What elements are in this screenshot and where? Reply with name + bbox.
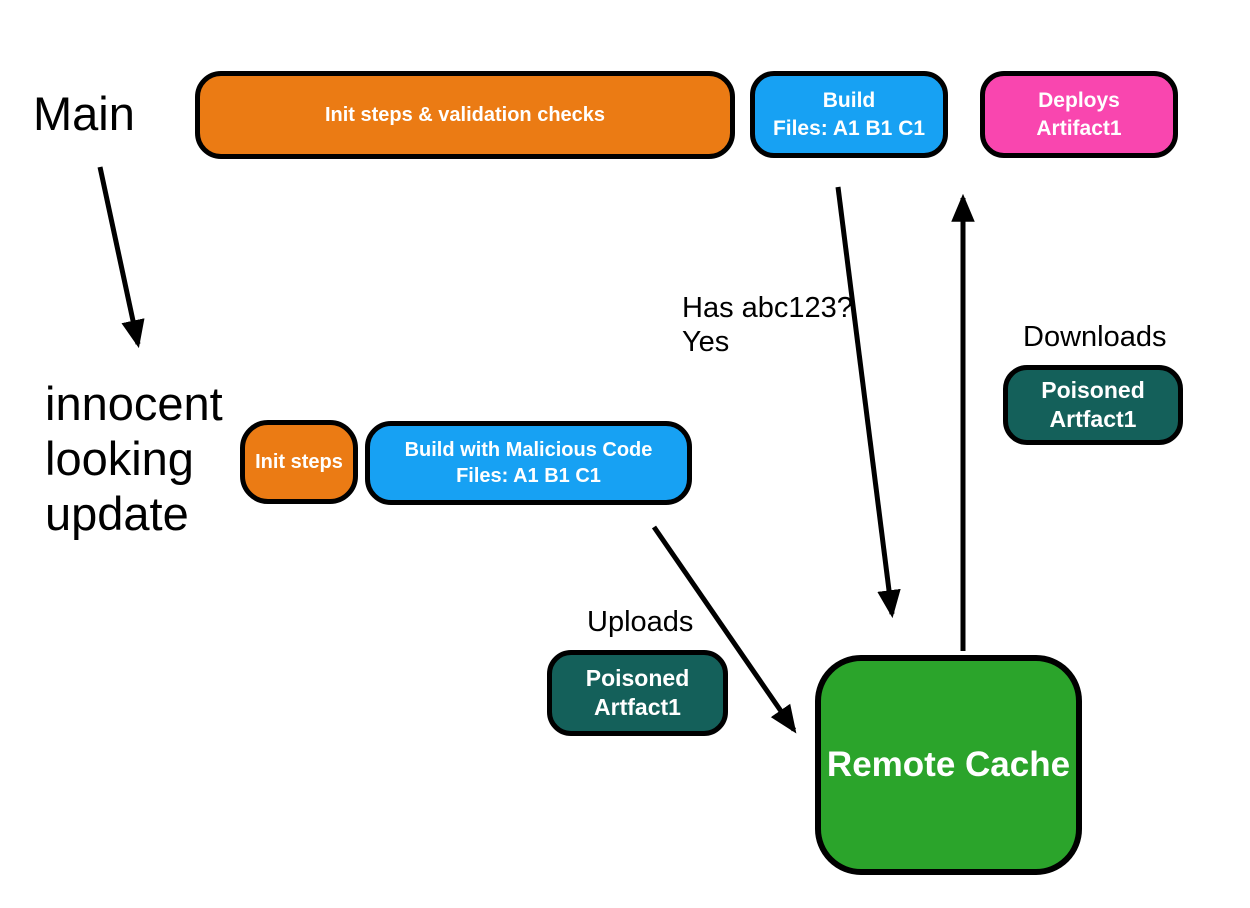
init-steps-node: Init steps <box>240 420 358 504</box>
build-node-line2: Files: A1 B1 C1 <box>772 116 926 140</box>
innocent-update-label-line1: innocent <box>45 377 223 430</box>
has-hash-answer: Yes <box>682 326 730 358</box>
arrow-main-to-update <box>97 166 145 349</box>
deploy-node-line1: Deploys <box>1038 88 1120 112</box>
build-malicious-node-line2: Files: A1 B1 C1 <box>456 465 601 487</box>
uploads-annotation: Uploads <box>587 606 694 638</box>
downloads-annotation: Downloads <box>1023 321 1167 353</box>
poisoned-artifact-upload-node: Poisoned Artfact1 <box>547 650 728 736</box>
arrow-malicious-build-to-cache <box>651 525 797 734</box>
init-validation-node-label: Init steps & validation checks <box>324 103 606 126</box>
poisoned-artifact-upload-line2: Artfact1 <box>594 694 681 720</box>
poisoned-artifact-download-line1: Poisoned <box>1041 376 1145 403</box>
deploy-node-line2: Artifact1 <box>1036 116 1122 140</box>
poisoned-artifact-download-line2: Artfact1 <box>1049 406 1137 432</box>
innocent-update-label: innocent looking update <box>45 376 223 541</box>
deploy-node: Deploys Artifact1 <box>980 71 1178 158</box>
arrow-build-to-cache <box>835 186 901 619</box>
init-validation-node: Init steps & validation checks <box>195 71 735 159</box>
build-malicious-node: Build with Malicious Code Files: A1 B1 C… <box>365 421 692 505</box>
has-hash-annotation: Has abc123? Yes <box>682 291 853 359</box>
innocent-update-label-line2: looking <box>45 432 194 485</box>
init-steps-node-label: Init steps <box>255 450 343 473</box>
innocent-update-label-line3: update <box>45 487 189 540</box>
has-hash-question: Has abc123? <box>682 292 853 324</box>
build-node: Build Files: A1 B1 C1 <box>750 71 948 158</box>
build-node-line1: Build <box>822 88 876 112</box>
remote-cache-node: Remote Cache <box>815 655 1082 875</box>
poisoned-artifact-upload-line1: Poisoned <box>585 664 690 691</box>
main-branch-label: Main <box>33 87 135 140</box>
build-malicious-node-line1: Build with Malicious Code <box>404 438 653 461</box>
poisoned-artifact-download-node: Poisoned Artfact1 <box>1003 365 1183 445</box>
remote-cache-node-label: Remote Cache <box>826 744 1071 784</box>
